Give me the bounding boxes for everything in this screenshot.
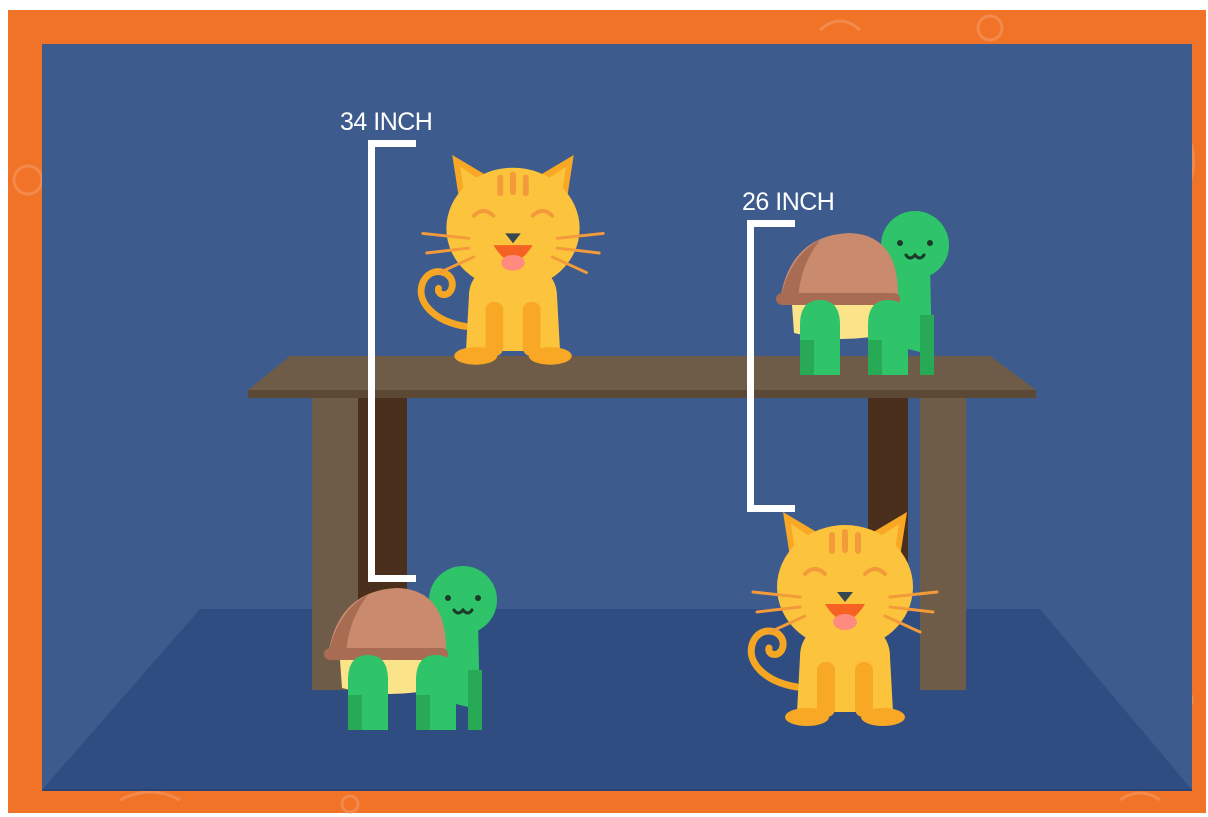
floor bbox=[42, 609, 1192, 790]
right-measurement-label: 26 INCH bbox=[742, 188, 834, 216]
left-measurement-label: 34 INCH bbox=[340, 108, 432, 136]
